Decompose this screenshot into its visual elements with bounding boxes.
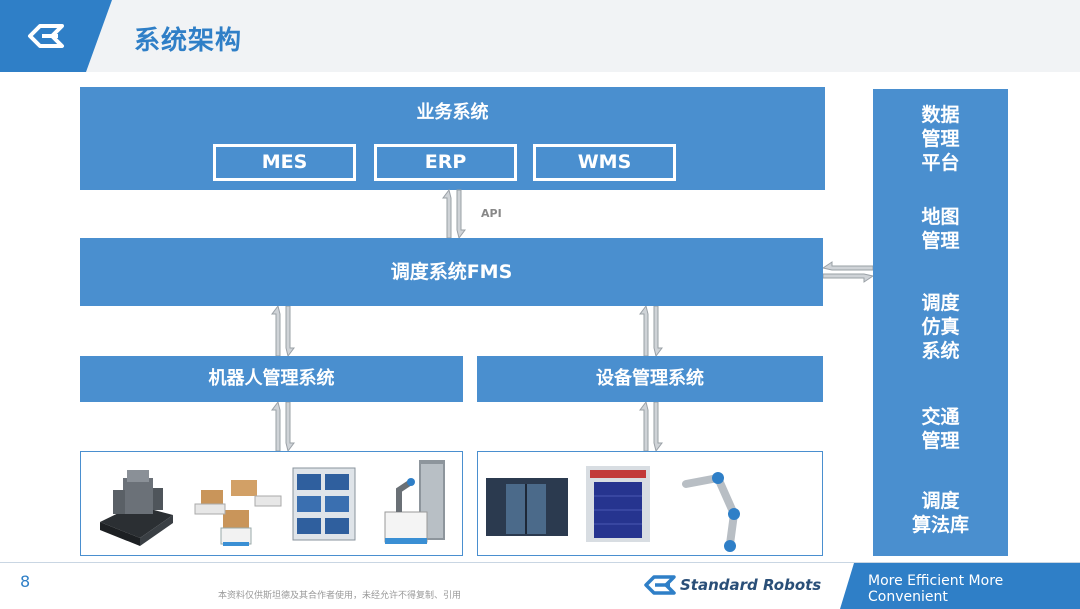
slogan-banner (840, 563, 1080, 609)
equip-images-arrow-icon (639, 400, 649, 452)
business-system-title: 业务系统 (416, 102, 489, 123)
robotic-arm-image (682, 472, 740, 552)
robot-image-3 (292, 467, 356, 541)
dispatch-simulation-label: 调度 仿真 系统 (921, 292, 960, 362)
robot-image-1 (100, 470, 173, 546)
mes-box: MES (213, 144, 356, 181)
business-system-block: 业务系统 (80, 87, 825, 190)
fms-robot-arrow-icon (271, 304, 281, 357)
equipment-images-panel (477, 451, 823, 556)
traffic-management-label: 交通 管理 (921, 406, 960, 452)
copyright-disclaimer: 本资料仅供斯坦德及其合作者使用，未经允许不得复制、引用 (218, 591, 462, 601)
page-title: 系统架构 (134, 26, 243, 56)
header-logo-block (0, 0, 112, 72)
page-number: 8 (20, 572, 31, 591)
robot-images-arrow-icon (271, 400, 281, 452)
robot-images-panel (80, 451, 463, 556)
header-bar (0, 0, 1080, 72)
robot-image-4 (384, 460, 445, 544)
door-image (586, 466, 650, 542)
brand-logo-icon (28, 24, 64, 48)
api-arrow-icon (442, 188, 452, 239)
map-management-label: 地图 管理 (921, 206, 960, 252)
elevator-image (486, 478, 568, 536)
erp-box: ERP (374, 144, 517, 181)
dispatch-algorithm-library-label: 调度 算法库 (911, 490, 969, 536)
fms-block: 调度系统FMS (80, 238, 823, 306)
fms-equip-arrow-icon (639, 304, 649, 357)
api-label: API (481, 207, 502, 220)
slogan-text: More Efficient More Convenient (868, 573, 1004, 605)
wms-box: WMS (533, 144, 676, 181)
brand-name: Standard Robots (680, 576, 822, 594)
robot-management-block: 机器人管理系统 (80, 356, 463, 402)
data-management-platform-label: 数据 管理 平台 (921, 104, 960, 174)
footer-divider (0, 562, 1080, 563)
fms-panel-arrow-icon (821, 261, 874, 271)
robot-image-2 (194, 480, 282, 546)
right-function-panel: 数据 管理 平台 地图 管理 调度 仿真 系统 交通 管理 调度 算法库 (873, 89, 1008, 556)
equipment-management-block: 设备管理系统 (477, 356, 823, 402)
brand-mark-icon (644, 575, 676, 595)
